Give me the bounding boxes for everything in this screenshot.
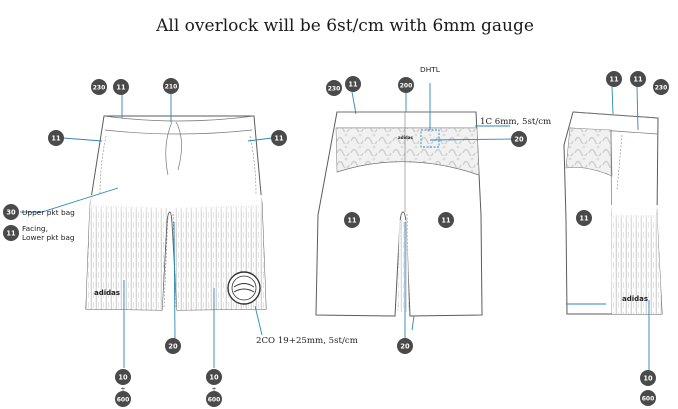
svg-text:11: 11 bbox=[633, 76, 643, 84]
svg-text:10: 10 bbox=[118, 374, 128, 382]
svg-text:11: 11 bbox=[6, 230, 16, 238]
svg-text:30: 30 bbox=[6, 209, 16, 217]
badge-back-yoke-20: 20 bbox=[511, 131, 527, 147]
svg-text:600: 600 bbox=[117, 396, 130, 403]
badge-front-hem-right-10: 10 bbox=[206, 369, 222, 385]
badge-back-waist-230: 230 bbox=[326, 80, 342, 96]
svg-text:20: 20 bbox=[514, 136, 524, 144]
svg-text:11: 11 bbox=[441, 217, 451, 225]
note-yoke-stitch: 1C 6mm, 5st/cm bbox=[480, 117, 551, 127]
badge-back-left-11: 11 bbox=[344, 212, 360, 228]
note-dhtl: DHTL bbox=[420, 65, 441, 74]
sheet-title: All overlock will be 6st/cm with 6mm gau… bbox=[155, 16, 534, 36]
note-hem-stitch: 2CO 19+25mm, 5st/cm bbox=[256, 336, 358, 346]
svg-text:11: 11 bbox=[274, 135, 284, 143]
seal-emblem bbox=[227, 271, 261, 305]
svg-text:10: 10 bbox=[643, 375, 653, 383]
badge-back-right-11: 11 bbox=[438, 212, 454, 228]
badge-front-right-11: 11 bbox=[271, 130, 287, 146]
svg-text:600: 600 bbox=[208, 396, 221, 403]
badge-side-top-230: 230 bbox=[653, 79, 669, 95]
badge-back-crotch-20: 20 bbox=[397, 338, 413, 354]
label-facing: Facing, bbox=[22, 224, 48, 233]
svg-text:11: 11 bbox=[116, 84, 126, 92]
svg-text:11: 11 bbox=[579, 215, 589, 223]
badge-front-drawcord-210: 210 bbox=[163, 78, 179, 94]
svg-text:230: 230 bbox=[328, 85, 341, 92]
plus-front-left: + bbox=[120, 386, 125, 393]
badge-back-waist-11: 11 bbox=[345, 76, 361, 92]
badge-front-waist-11: 11 bbox=[113, 79, 129, 95]
back-brand-logo: adidas bbox=[398, 135, 413, 140]
badge-facing-11: 11 bbox=[3, 225, 19, 241]
svg-text:600: 600 bbox=[642, 395, 655, 402]
badge-front-hem-left-10: 10 bbox=[115, 369, 131, 385]
svg-text:11: 11 bbox=[348, 81, 358, 89]
back-view: adidas bbox=[315, 111, 483, 317]
svg-text:230: 230 bbox=[93, 84, 106, 91]
badge-side-hem-600: 600 bbox=[640, 390, 656, 406]
svg-text:20: 20 bbox=[168, 343, 178, 351]
badge-front-waist-230: 230 bbox=[91, 79, 107, 95]
label-lower-pkt-bag: Lower pkt bag bbox=[22, 233, 75, 242]
badge-front-hem-right-600: 600 bbox=[206, 391, 222, 407]
leader-lines bbox=[20, 83, 650, 370]
badge-upper-pkt-30: 30 bbox=[3, 204, 19, 220]
badge-side-hem-10: 10 bbox=[640, 370, 656, 386]
badge-side-top-11a: 11 bbox=[606, 71, 622, 87]
svg-text:20: 20 bbox=[400, 343, 410, 351]
side-brand-logo: adidas bbox=[622, 295, 648, 303]
plus-front-right: + bbox=[211, 386, 216, 393]
badge-front-left-11: 11 bbox=[48, 130, 64, 146]
svg-text:230: 230 bbox=[655, 84, 668, 91]
svg-text:210: 210 bbox=[165, 83, 178, 90]
badge-back-center-200: 200 bbox=[398, 77, 414, 93]
label-upper-pkt-bag: Upper pkt bag bbox=[22, 208, 75, 217]
side-view: adidas bbox=[563, 111, 663, 315]
svg-text:11: 11 bbox=[51, 135, 61, 143]
badge-side-body-11: 11 bbox=[576, 210, 592, 226]
svg-text:200: 200 bbox=[400, 82, 413, 89]
badge-front-crotch-20: 20 bbox=[165, 338, 181, 354]
front-view: adidas bbox=[85, 115, 267, 311]
svg-text:11: 11 bbox=[347, 217, 357, 225]
badge-front-hem-left-600: 600 bbox=[115, 391, 131, 407]
badge-side-top-11b: 11 bbox=[630, 71, 646, 87]
svg-text:10: 10 bbox=[209, 374, 219, 382]
svg-text:11: 11 bbox=[609, 76, 619, 84]
front-brand-logo: adidas bbox=[94, 289, 120, 297]
